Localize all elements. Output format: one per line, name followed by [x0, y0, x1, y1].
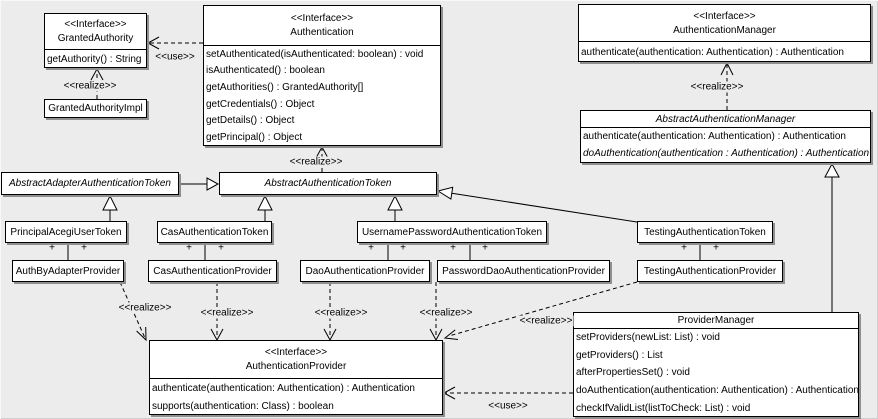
stereotype: <<Interface>> — [264, 347, 328, 358]
class-cas-authentication-token[interactable]: CasAuthenticationToken — [157, 221, 272, 243]
generalization-provider-manager-to-abstract-manager — [824, 162, 840, 312]
generalization-principal-token — [102, 194, 118, 221]
association-end-plus: + — [49, 242, 55, 254]
method: getAuthority() : String — [47, 53, 142, 65]
class-name: AuthByAdapterProvider — [15, 265, 121, 277]
method: setAuthenticated(isAuthenticated: boolea… — [206, 48, 424, 60]
class-authentication-provider[interactable]: <<Interface>> AuthenticationProvider aut… — [149, 340, 443, 415]
association-end-plus: + — [368, 242, 374, 254]
class-password-dao-authentication-provider[interactable]: PasswordDaoAuthenticationProvider — [437, 260, 610, 282]
class-abstract-authentication-manager[interactable]: AbstractAuthenticationManager authentica… — [580, 110, 871, 163]
association-end-plus: + — [450, 242, 456, 254]
association-end-plus: + — [218, 242, 224, 254]
class-testing-authentication-provider[interactable]: TestingAuthenticationProvider — [637, 260, 783, 282]
class-name: AbstractAdapterAuthenticationToken — [9, 178, 171, 189]
generalization-username-token — [387, 194, 403, 221]
method: getCredentials() : Object — [206, 98, 315, 110]
stereotype: <<Interface>> — [693, 10, 756, 22]
class-username-password-authentication-token[interactable]: UsernamePasswordAuthenticationToken — [357, 221, 547, 243]
method: authenticate(authentication: Authenticat… — [581, 46, 844, 58]
class-name: AuthenticationProvider — [245, 361, 347, 372]
class-name: AbstractAuthenticationManager — [655, 113, 796, 125]
class-name: PrincipalAcegiUserToken — [10, 226, 122, 238]
generalization-cas-token — [257, 194, 273, 221]
association-end-plus: + — [482, 242, 488, 254]
realize-testingprovider — [443, 281, 638, 340]
class-header: AbstractAuthenticationManager — [581, 111, 870, 128]
class-name: ProviderManager — [677, 315, 755, 326]
method: getPrincipal() : Object — [206, 131, 303, 143]
class-name: GrantedAuthorityImpl — [48, 103, 143, 114]
method: supports(authentication: Class) : boolea… — [152, 400, 334, 412]
class-auth-by-adapter-provider[interactable]: AuthByAdapterProvider — [12, 260, 124, 282]
class-name: AbstractAuthenticationToken — [264, 178, 392, 189]
association-end-plus: + — [681, 242, 687, 254]
class-header: <<Interface>> AuthenticationProvider — [150, 341, 442, 379]
class-authentication[interactable]: <<Interface>> Authentication setAuthenti… — [203, 5, 441, 146]
method: authenticate(authentication: Authenticat… — [583, 131, 846, 142]
method: getDetails() : Object — [206, 115, 295, 127]
use-providermanager-authenticationprovider — [442, 386, 573, 400]
class-abstract-authentication-token[interactable]: AbstractAuthenticationToken — [219, 172, 437, 195]
stereotype: <<Interface>> — [290, 13, 354, 24]
method: doAuthentication(authentication: Authent… — [576, 385, 858, 397]
method: afterPropertiesSet() : void — [576, 367, 690, 379]
class-header: <<Interface>> AuthenticationManager — [579, 5, 870, 42]
realize-label: <<realize>> — [518, 315, 574, 327]
class-provider-manager[interactable]: ProviderManager setProviders(newList: Li… — [573, 312, 859, 417]
class-name: TestingAuthenticationToken — [644, 226, 766, 238]
realize-label: <<realize>> — [62, 80, 118, 92]
class-header: <<Interface>> Authentication — [204, 6, 440, 46]
realize-label: <<realize>> — [288, 156, 344, 168]
class-granted-authority-impl[interactable]: GrantedAuthorityImpl — [44, 99, 147, 118]
realize-label: <<realize>> — [689, 81, 745, 93]
class-cas-authentication-provider[interactable]: CasAuthenticationProvider — [148, 260, 277, 282]
class-principal-acegi-user-token[interactable]: PrincipalAcegiUserToken — [5, 221, 127, 243]
generalization-testing-token — [436, 186, 638, 223]
class-name: UsernamePasswordAuthenticationToken — [361, 226, 543, 238]
class-name: DaoAuthenticationProvider — [305, 265, 425, 277]
association-end-plus: + — [81, 242, 87, 254]
class-name: PasswordDaoAuthenticationProvider — [442, 265, 605, 277]
class-header: <<Interface>> GrantedAuthority — [45, 14, 146, 50]
method: authenticate(authentication: Authenticat… — [152, 382, 415, 394]
use-label: <<use>> — [487, 400, 529, 412]
class-name: GrantedAuthority — [57, 33, 134, 44]
class-name: Authentication — [290, 27, 354, 38]
generalization-adapter-token-to-abstract-token — [179, 177, 220, 191]
class-abstract-adapter-authentication-token[interactable]: AbstractAdapterAuthenticationToken — [1, 172, 179, 195]
use-label: <<use>> — [154, 51, 196, 63]
realize-label: <<realize>> — [313, 307, 369, 319]
class-granted-authority[interactable]: <<Interface>> GrantedAuthority getAuthor… — [44, 13, 147, 68]
class-dao-authentication-provider[interactable]: DaoAuthenticationProvider — [300, 260, 430, 282]
class-name: AuthenticationManager — [673, 24, 776, 36]
class-testing-authentication-token[interactable]: TestingAuthenticationToken — [637, 221, 773, 243]
association-end-plus: + — [400, 242, 406, 254]
class-authentication-manager[interactable]: <<Interface>> AuthenticationManager auth… — [578, 4, 871, 62]
method: getAuthorities() : GrantedAuthority[] — [206, 81, 364, 93]
method: setProviders(newList: List) : void — [576, 332, 720, 344]
method: getProviders() : List — [576, 349, 663, 361]
class-name: TestingAuthenticationProvider — [643, 265, 777, 277]
method: isAuthenticated() : boolean — [206, 65, 325, 77]
realize-label: <<realize>> — [418, 307, 474, 319]
association-end-plus: + — [713, 242, 719, 254]
realize-abstracttoken-authentication — [315, 145, 329, 172]
stereotype: <<Interface>> — [64, 19, 127, 30]
class-name: CasAuthenticationProvider — [153, 265, 272, 277]
realize-label: <<realize>> — [199, 307, 255, 319]
method: doAuthentication(authentication : Authen… — [583, 148, 870, 159]
association-end-plus: + — [186, 242, 192, 254]
realize-label: <<realize>> — [117, 302, 173, 314]
class-header: ProviderManager — [574, 313, 858, 329]
method: checkIfValidList(listToCheck: List) : vo… — [576, 402, 751, 414]
use-authentication-grantedauthority — [146, 36, 203, 50]
class-name: CasAuthenticationToken — [160, 226, 269, 238]
